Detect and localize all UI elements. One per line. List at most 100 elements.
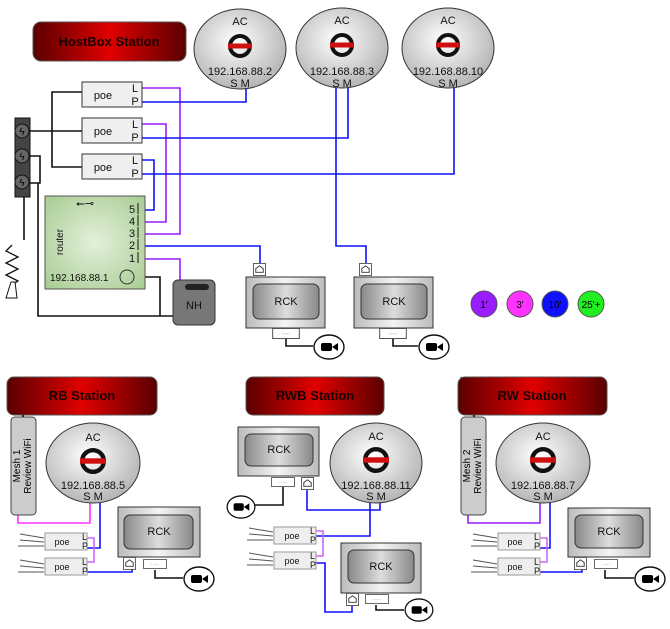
outlet-icon — [14, 148, 30, 164]
mesh-wifi-node[interactable]: Mesh 1 Review WiFi — [10, 416, 37, 516]
camera-icon[interactable] — [418, 334, 450, 360]
access-point[interactable]: AC 192.168.88.5 S M — [45, 422, 141, 504]
ethernet-port-icon — [359, 263, 372, 276]
svg-text:L: L — [534, 532, 539, 542]
camera-icon[interactable] — [226, 495, 256, 519]
poe-injector[interactable]: poe LP — [273, 526, 317, 545]
svg-text:P: P — [310, 535, 316, 545]
camera-cable — [392, 338, 418, 347]
poe-port-p: P — [131, 168, 138, 180]
svg-text:192.168.88.5: 192.168.88.5 — [61, 480, 125, 492]
coil-cable — [4, 244, 20, 286]
power-strip: ϟ ϟ ϟ — [14, 117, 31, 198]
rck-unit[interactable]: RCK — [567, 507, 651, 570]
rck-unit[interactable]: RCK — [245, 263, 326, 339]
poe-port-l: L — [132, 155, 138, 167]
svg-text:RCK: RCK — [597, 526, 621, 538]
svg-text:poe: poe — [284, 556, 299, 566]
usb-port-icon — [594, 559, 618, 569]
mesh-wifi-node[interactable]: Mesh 2 Review WiFi — [460, 416, 487, 516]
camera-icon[interactable] — [634, 566, 666, 592]
svg-text:RCK: RCK — [267, 444, 291, 456]
cable-length-legend: 1' 3' 10' 25'+ — [470, 290, 605, 318]
cable-10ft — [316, 501, 371, 537]
poe-label: poe — [94, 162, 112, 174]
legend-item: 1' — [470, 290, 498, 318]
ap-ip: 192.168.88.10 — [413, 66, 483, 78]
legend-item: 3' — [506, 290, 534, 318]
station-title: HostBox Station — [58, 34, 159, 49]
svg-text:P: P — [82, 566, 88, 576]
poe-label: poe — [94, 90, 112, 102]
power-cable — [37, 183, 175, 317]
usb-port-icon — [365, 594, 389, 604]
camera-icon[interactable] — [313, 334, 345, 360]
ap-ports: S M — [438, 78, 458, 90]
poe-injector[interactable]: poe LP — [273, 551, 317, 570]
plug-icon — [5, 281, 18, 299]
svg-text:L: L — [534, 557, 539, 567]
poe-injector[interactable]: poe L P — [81, 153, 143, 180]
svg-text:AC: AC — [535, 431, 550, 443]
router-label: router — [55, 228, 66, 255]
poe-port-l: L — [132, 83, 138, 95]
svg-text:S M: S M — [83, 491, 103, 503]
camera-icon[interactable] — [183, 566, 215, 592]
usb-port-icon — [379, 328, 407, 339]
camera-icon[interactable] — [404, 598, 434, 622]
cable-3ft — [17, 501, 91, 524]
access-point[interactable]: AC 192.168.88.11 S M — [329, 422, 423, 504]
ethernet-port-icon — [346, 593, 359, 606]
poe-port-l: L — [132, 119, 138, 131]
power-cable — [30, 91, 82, 132]
poe-injector[interactable]: poe LP — [44, 532, 88, 551]
poe-injector[interactable]: poe L P — [81, 81, 143, 108]
svg-text:poe: poe — [54, 562, 69, 572]
router-port-5: 5 — [129, 204, 135, 216]
router[interactable]: ⭠⊸ router 5 4 3 2 1 192.168.88.1 — [44, 195, 146, 290]
outlet-icon — [14, 174, 30, 190]
rck-unit[interactable]: RCK — [237, 426, 320, 490]
station-title: RB Station — [49, 388, 116, 403]
cable-10ft — [142, 88, 349, 139]
access-point[interactable]: AC 192.168.88.3 S M — [295, 7, 389, 90]
cable-10ft — [140, 159, 155, 211]
svg-text:3': 3' — [516, 300, 524, 311]
svg-text:poe: poe — [507, 562, 522, 572]
rw-station: RW Station Mesh 2 Review WiFi AC 192.168… — [457, 376, 666, 592]
legend-item: 25'+ — [577, 290, 605, 318]
cable-10ft — [142, 88, 247, 103]
station-banner — [245, 376, 385, 416]
access-point[interactable]: AC 192.168.88.10 S M — [401, 7, 495, 90]
rck-unit[interactable]: RCK — [353, 263, 434, 339]
svg-text:RCK: RCK — [369, 561, 393, 573]
poe-injector[interactable]: poe LP — [44, 557, 88, 576]
power-cord-icon — [247, 527, 274, 566]
access-point[interactable]: AC 192.168.88.2 S M — [193, 8, 287, 90]
cable-1ft — [540, 537, 548, 563]
cable-1ft — [140, 258, 181, 282]
rck-unit[interactable]: RCK — [117, 506, 201, 570]
poe-injector[interactable]: poe L P — [81, 117, 143, 144]
camera-cable — [285, 338, 313, 347]
cable-10ft — [316, 562, 353, 613]
rb-station: RB Station Mesh 1 Review WiFi AC 192.168… — [6, 376, 215, 592]
station-banner — [32, 21, 187, 62]
bolt-icon: ϟ — [19, 178, 25, 189]
camera-cable — [604, 570, 634, 579]
ap-label: AC — [440, 15, 455, 27]
nh-device[interactable]: NH — [172, 279, 216, 326]
poe-injector[interactable]: poe LP — [497, 557, 541, 576]
rck-unit[interactable]: RCK — [340, 542, 422, 606]
router-ip: 192.168.88.1 — [50, 273, 109, 284]
station-title: RWB Station — [276, 388, 355, 403]
router-port-4: 4 — [129, 216, 135, 228]
rck-label: RCK — [382, 296, 406, 308]
svg-text:P: P — [82, 541, 88, 551]
svg-text:L: L — [310, 551, 315, 561]
poe-injector[interactable]: poe LP — [497, 532, 541, 551]
ap-label: AC — [232, 16, 247, 28]
access-point[interactable]: AC 192.168.88.7 S M — [495, 422, 591, 504]
nh-label: NH — [186, 300, 202, 312]
